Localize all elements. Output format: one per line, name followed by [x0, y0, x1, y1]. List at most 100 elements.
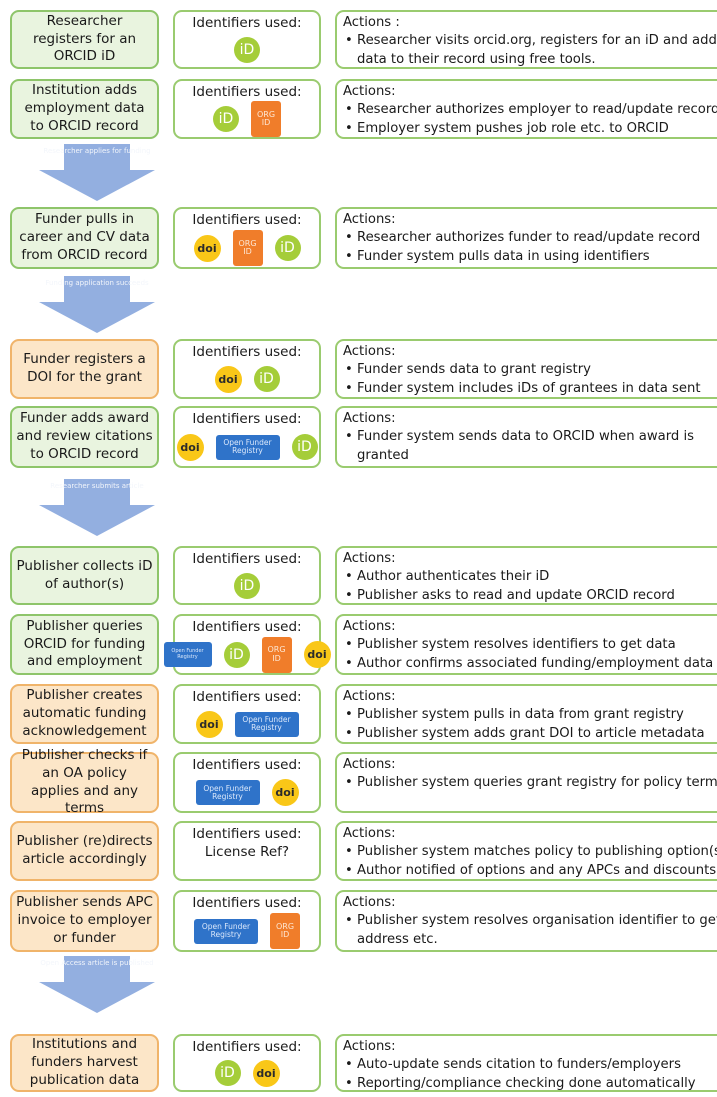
open-funder-registry-line1: Open Funder — [201, 922, 251, 932]
open-funder-registry-line1: Open Funder — [203, 783, 252, 793]
action-item: Publisher system adds grant DOI to artic… — [343, 725, 717, 744]
doi-icon: doi — [271, 779, 299, 806]
actions-title: Actions: — [343, 411, 396, 426]
org-id-icon-line1: ORG — [275, 921, 295, 931]
actions-box: Actions: Researcher authorizes employer t… — [335, 79, 717, 139]
actions-title: Actions: — [343, 84, 396, 99]
step-box: Publisher (re)directs article accordingl… — [10, 821, 159, 881]
identifiers-title: Identifiers used: — [192, 212, 302, 228]
identifiers-title: Identifiers used: — [192, 15, 302, 31]
open-funder-registry-line2: Registry — [177, 653, 198, 660]
actions-list: Researcher authorizes funder to read/upd… — [343, 229, 717, 266]
step-box: Funder registers a DOI for the grant — [10, 339, 159, 399]
actions-box: Actions:Researcher authorizes funder to … — [335, 207, 717, 269]
actions-list: Auto-update sends citation to funders/em… — [343, 1056, 717, 1093]
actions-list: Publisher system resolves identifiers to… — [343, 636, 717, 673]
action-item: Researcher visits orcid.org, registers f… — [343, 32, 717, 69]
open-funder-registry-line2: Registry — [212, 791, 243, 801]
open-funder-registry-line1: Open Funder — [242, 715, 291, 725]
orcid-id-icon: iD — [291, 434, 318, 460]
orcid-id-icon: iD — [234, 572, 260, 599]
orcid-id-icon: iD — [223, 641, 250, 668]
identifiers-box: Identifiers used: License Ref? — [173, 821, 321, 881]
identifiers-box: Identifiers used:iD — [173, 10, 321, 69]
identifiers-title: Identifiers used: — [192, 826, 302, 842]
action-item: Funder system pulls data in using identi… — [343, 248, 717, 267]
action-item: Author authenticates their iD — [343, 568, 717, 587]
action-item: Funder system sends data to ORCID when a… — [343, 428, 717, 465]
actions-title: Actions: — [343, 826, 396, 841]
action-item: Auto-update sends citation to funders/em… — [343, 1056, 717, 1075]
doi-icon: doi — [193, 234, 221, 262]
step-box: Publisher collects iD of author(s) — [10, 546, 159, 605]
actions-title: Actions: — [343, 895, 396, 910]
actions-title: Actions : — [343, 15, 400, 30]
orcid-id-icon: iD — [214, 1060, 241, 1086]
action-item: Reporting/compliance checking done autom… — [343, 1075, 717, 1094]
identifiers-title: Identifiers used: — [192, 689, 302, 705]
actions-box: Actions: Publisher system resolves organi… — [335, 890, 717, 952]
transition-arrow: Researcher applies for funding — [38, 144, 156, 202]
identifiers-title: Identifiers used: — [192, 757, 302, 773]
down-arrow-shape — [39, 144, 155, 201]
step-box: Funder pulls in career and CV data from … — [10, 207, 159, 269]
actions-box: Actions:Funder sends data to grant regis… — [335, 339, 717, 399]
identifiers-title: Identifiers used: — [192, 411, 302, 427]
actions-title: Actions: — [343, 757, 396, 772]
action-item: Publisher system pulls in data from gran… — [343, 706, 717, 725]
identifiers-title: Identifiers used: — [192, 1039, 302, 1055]
actions-box: Actions: Publisher system matches policy … — [335, 821, 717, 881]
action-item: Author confirms associated funding/emplo… — [343, 655, 717, 674]
doi-icon: doi — [176, 433, 204, 461]
identifiers-title: Identifiers used: — [192, 84, 302, 100]
actions-list: Publisher system matches policy to publi… — [343, 843, 717, 880]
action-item: Publisher asks to read and update ORCID … — [343, 587, 717, 606]
action-item: Author notified of options and any APCs … — [343, 862, 717, 881]
action-item: Funder sends data to grant registry — [343, 361, 717, 380]
action-item: Researcher authorizes funder to read/upd… — [343, 229, 717, 248]
identifiers-license-ref: License Ref? — [204, 844, 290, 860]
action-item: Researcher authorizes employer to read/u… — [343, 101, 717, 120]
actions-list: Author authenticates their iDPublisher a… — [343, 568, 717, 605]
actions-list: Researcher visits orcid.org, registers f… — [343, 32, 717, 69]
doi-icon: doi — [303, 641, 331, 668]
doi-icon: doi — [252, 1059, 280, 1087]
actions-title: Actions: — [343, 689, 396, 704]
step-box: Publisher creates automatic funding ackn… — [10, 684, 159, 744]
down-arrow-shape — [39, 479, 155, 536]
org-id-icon-line1: ORG — [267, 645, 286, 655]
open-funder-registry-line1: Open Funder — [171, 648, 204, 655]
actions-box: Actions:Publisher system queries grant r… — [335, 752, 717, 813]
action-item: Publisher system resolves organisation i… — [343, 912, 717, 949]
down-arrow-shape — [39, 956, 155, 1013]
doi-icon: doi — [195, 710, 223, 738]
orcid-id-icon: iD — [213, 106, 239, 132]
identifiers-title: Identifiers used: — [192, 551, 302, 567]
identifiers-title: Identifiers used: — [192, 895, 302, 911]
actions-box: Actions : Researcher visits orcid.org, re… — [335, 10, 717, 69]
action-item: Funder system includes iDs of grantees i… — [343, 380, 717, 399]
